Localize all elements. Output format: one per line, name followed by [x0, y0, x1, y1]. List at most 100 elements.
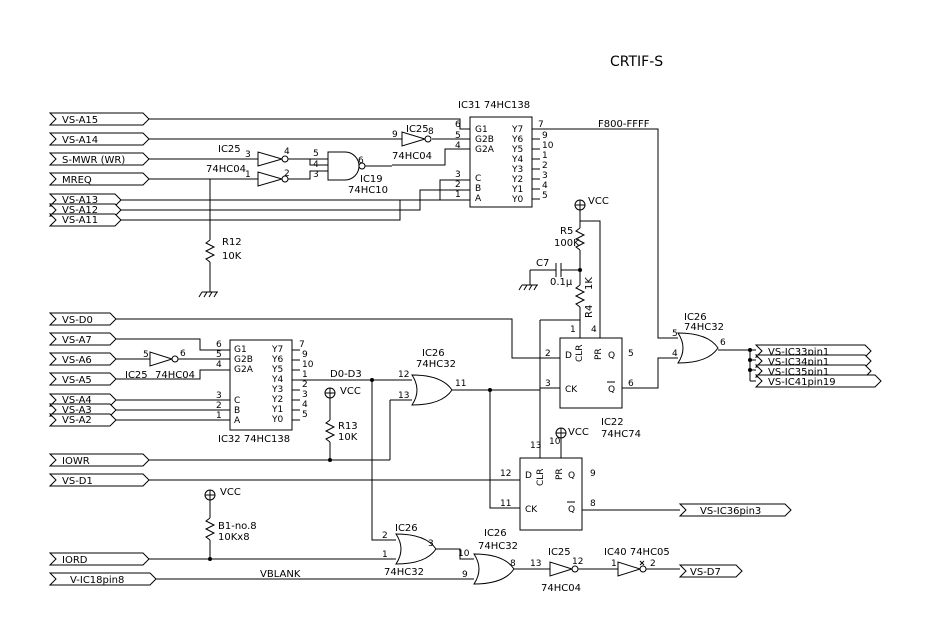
svg-text:Y5: Y5 — [271, 365, 283, 375]
b1-pullup: VCC B1-no.8 10Kx8 — [204, 487, 257, 561]
svg-text:G1: G1 — [475, 125, 488, 135]
svg-text:12: 12 — [398, 370, 409, 380]
svg-text:4: 4 — [672, 349, 678, 359]
r13-pullup: VCC R13 10K — [324, 386, 361, 462]
svg-text:7: 7 — [299, 340, 305, 350]
svg-text:4: 4 — [216, 360, 222, 370]
svg-text:Y1: Y1 — [271, 405, 283, 415]
svg-text:A: A — [234, 416, 241, 426]
svg-text:VCC: VCC — [568, 427, 589, 438]
svg-text:6: 6 — [216, 340, 222, 350]
svg-text:IC40 74HC05: IC40 74HC05 — [604, 547, 670, 558]
svg-text:Y4: Y4 — [511, 155, 523, 165]
svg-text:6: 6 — [455, 120, 461, 130]
svg-text:IC25: IC25 — [218, 144, 241, 155]
svg-text:5: 5 — [313, 149, 319, 159]
svg-text:VCC: VCC — [340, 386, 361, 397]
svg-text:B: B — [475, 184, 481, 194]
svg-text:IOWR: IOWR — [62, 456, 90, 467]
svg-text:5: 5 — [542, 191, 548, 201]
svg-text:1: 1 — [216, 411, 222, 421]
svg-text:4: 4 — [302, 400, 308, 410]
port-vs-d7: VS-D7 — [678, 564, 743, 578]
ic31-decoder: IC31 74HC138 G1 G2B G2A C B A Y7 Y6 Y5 Y… — [455, 100, 554, 208]
svg-text:VS-A12: VS-A12 — [62, 205, 98, 216]
svg-text:5: 5 — [672, 329, 678, 339]
svg-text:IC26: IC26 — [395, 523, 418, 534]
svg-text:10K: 10K — [338, 432, 358, 443]
svg-text:4: 4 — [591, 325, 597, 335]
port-vs-ic36pin3: VS-IC36pin3 — [678, 503, 792, 517]
svg-text:6: 6 — [180, 349, 186, 359]
svg-text:Q: Q — [608, 351, 615, 361]
svg-text:IC31 74HC138: IC31 74HC138 — [458, 100, 530, 111]
ic22-flipflop-lower: D CK Q Q CLR PR 13 10 12 11 9 8 VCC — [500, 427, 596, 531]
svg-text:CLR: CLR — [536, 468, 546, 486]
svg-text:VS-A7: VS-A7 — [62, 335, 92, 346]
port-iord: IORD — [48, 552, 150, 566]
svg-text:VS-A11: VS-A11 — [62, 215, 98, 226]
svg-text:B: B — [234, 406, 240, 416]
ic26-or-lower-left: IC26 74HC32 2 1 3 — [382, 523, 474, 578]
port-vs-d0: VS-D0 — [48, 312, 117, 326]
svg-text:D: D — [565, 351, 572, 361]
svg-text:R5: R5 — [560, 226, 573, 237]
svg-text:PR: PR — [594, 348, 604, 360]
ic25-inverters-pair: IC25 74HC04 3 4 1 2 — [206, 144, 290, 187]
svg-text:IC32 74HC138: IC32 74HC138 — [218, 434, 290, 445]
svg-text:VS-A3: VS-A3 — [62, 405, 92, 416]
wires-bottom-decoder — [116, 338, 230, 421]
svg-text:R4: R4 — [584, 305, 595, 318]
svg-text:Y3: Y3 — [271, 385, 283, 395]
svg-text:IC26: IC26 — [684, 312, 707, 323]
svg-text:3: 3 — [216, 391, 222, 401]
svg-text:74HC32: 74HC32 — [416, 359, 456, 370]
svg-text:VS-IC41pin19: VS-IC41pin19 — [768, 377, 836, 388]
svg-text:VS-A6: VS-A6 — [62, 355, 92, 366]
svg-text:2: 2 — [284, 169, 290, 179]
svg-text:IC22: IC22 — [601, 417, 624, 428]
svg-text:2: 2 — [382, 531, 388, 541]
svg-text:5: 5 — [455, 131, 461, 141]
svg-text:4: 4 — [542, 181, 548, 191]
svg-text:VS-IC34pin1: VS-IC34pin1 — [768, 357, 829, 368]
svg-text:VCC: VCC — [588, 196, 609, 207]
port-vs-ic41pin19: VS-IC41pin19 — [754, 374, 882, 388]
svg-text:VS-A14: VS-A14 — [62, 135, 98, 146]
svg-text:Y0: Y0 — [511, 195, 523, 205]
svg-text:2: 2 — [302, 380, 308, 390]
svg-text:74HC04: 74HC04 — [155, 370, 195, 381]
svg-text:Y1: Y1 — [511, 185, 523, 195]
svg-text:11: 11 — [455, 379, 466, 389]
output-ports: VS-IC33pin1 VS-IC34pin1 VS-IC35pin1 VS-I… — [678, 344, 882, 578]
svg-text:3: 3 — [313, 170, 319, 180]
svg-text:CLR: CLR — [575, 344, 585, 362]
svg-text:R13: R13 — [338, 421, 358, 432]
svg-text:9: 9 — [542, 131, 548, 141]
svg-text:8: 8 — [428, 127, 434, 137]
svg-text:VS-IC35pin1: VS-IC35pin1 — [768, 367, 829, 378]
ic32-decoder: IC32 74HC138 G1 G2B G2A C B A Y7 Y6 Y5 Y… — [216, 339, 314, 445]
svg-text:12: 12 — [500, 469, 511, 479]
ic26-or-upper: IC26 74HC32 12 13 11 — [389, 348, 540, 460]
svg-text:3: 3 — [302, 390, 308, 400]
svg-text:6: 6 — [628, 379, 634, 389]
svg-text:3: 3 — [545, 379, 551, 389]
svg-text:9: 9 — [392, 130, 398, 140]
svg-text:74HC32: 74HC32 — [384, 567, 424, 578]
svg-text:10Kx8: 10Kx8 — [218, 532, 250, 543]
svg-text:74HC32: 74HC32 — [478, 541, 518, 552]
ic19-nand: 5 4 3 6 IC19 74HC10 — [313, 149, 392, 196]
svg-text:IC26: IC26 — [484, 528, 507, 539]
svg-text:IC25: IC25 — [125, 370, 148, 381]
ic22-flipflop: D CK Q Q CLR PR IC22 74HC74 2 3 5 6 1 4 — [545, 325, 641, 440]
svg-text:6: 6 — [358, 156, 364, 166]
svg-text:D: D — [525, 471, 532, 481]
svg-text:4: 4 — [284, 147, 290, 157]
svg-text:10: 10 — [542, 141, 554, 151]
svg-text:VS-IC36pin3: VS-IC36pin3 — [700, 506, 761, 517]
svg-text:C7: C7 — [536, 258, 549, 269]
svg-text:12: 12 — [572, 557, 583, 567]
svg-text:IC19: IC19 — [360, 174, 383, 185]
r12-val: 10K — [222, 251, 242, 262]
